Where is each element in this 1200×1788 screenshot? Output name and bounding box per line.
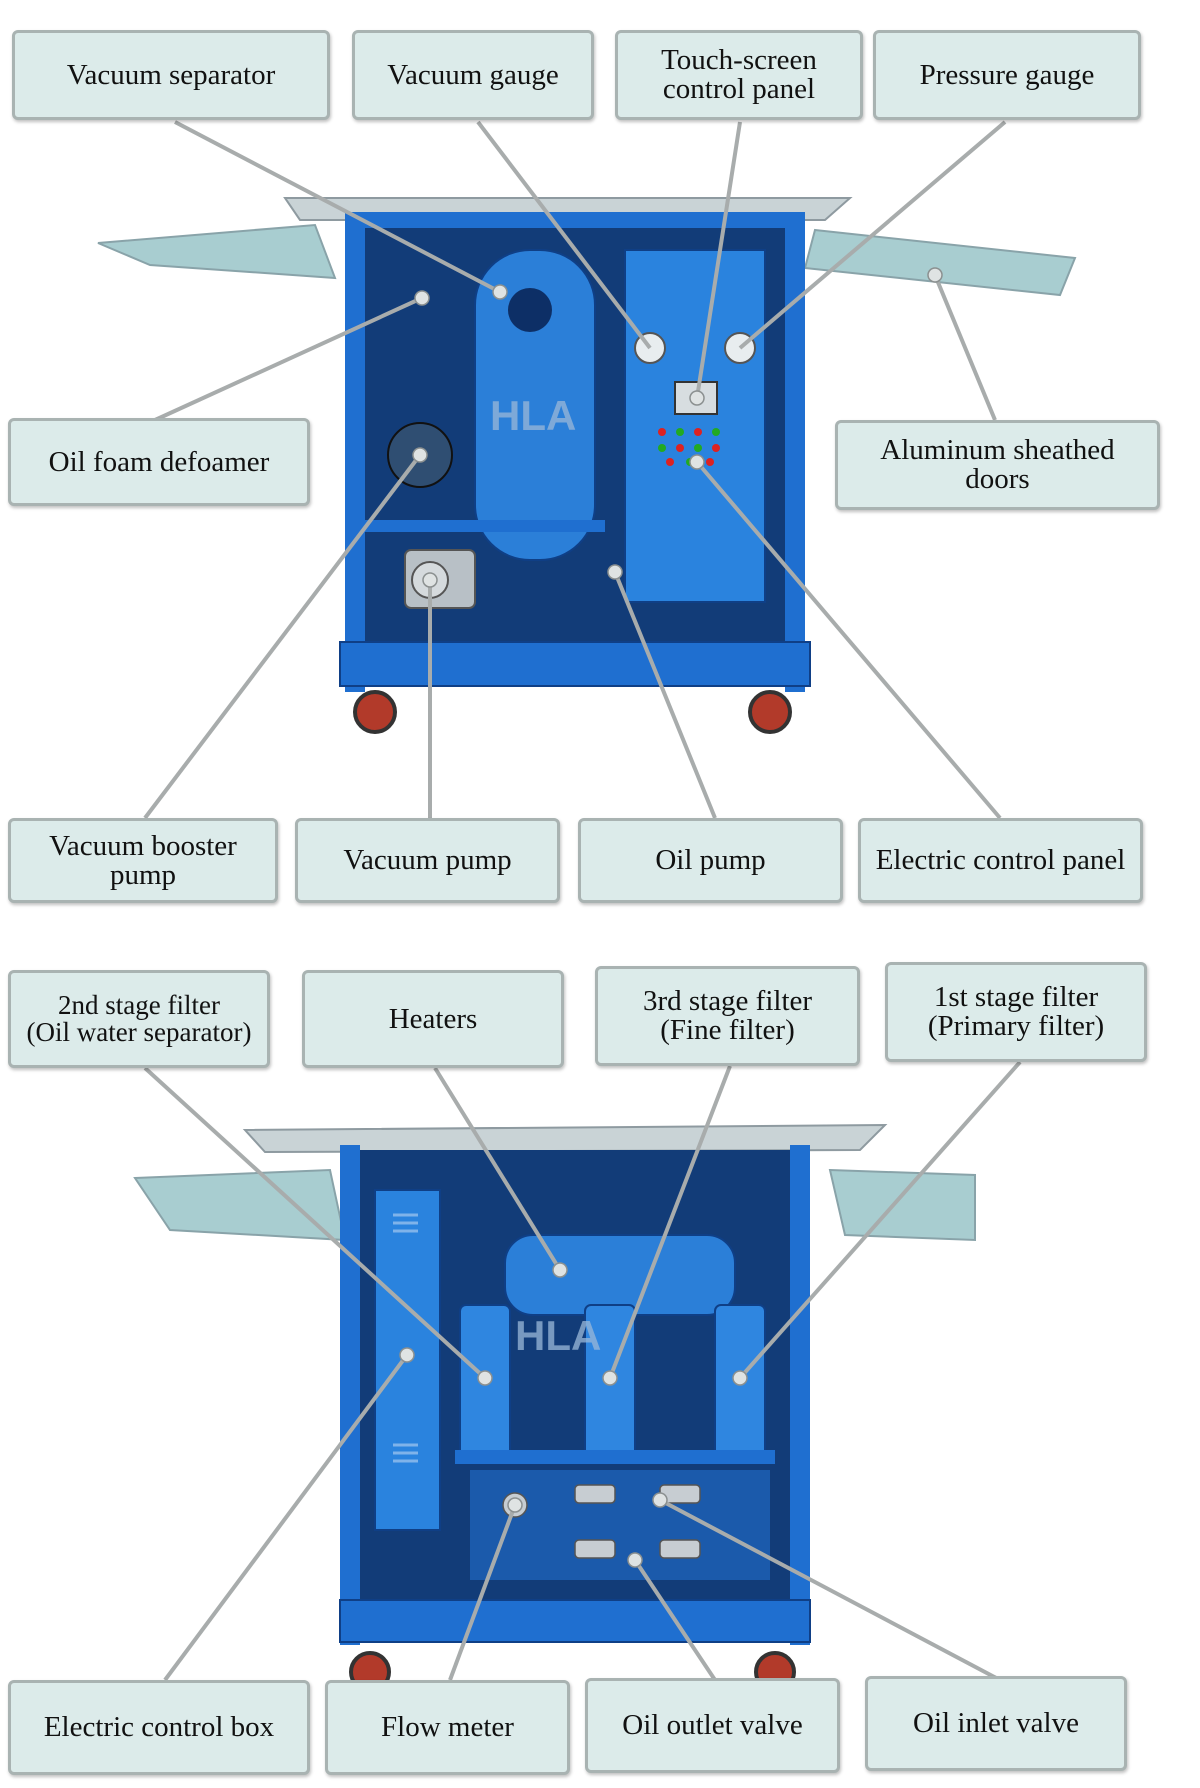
bottom-base-frame <box>339 1599 811 1643</box>
label-vacuum-booster-pump: Vacuum booster pump <box>8 818 278 903</box>
left-door <box>97 223 337 280</box>
frame-top-beam <box>345 212 805 228</box>
label-vacuum-pump: Vacuum pump <box>295 818 560 903</box>
vacuum-separator-tank <box>474 249 596 561</box>
bottom-left-door <box>133 1168 347 1242</box>
label-flow-meter: Flow meter <box>325 1680 570 1775</box>
bottom-roof <box>242 1123 888 1154</box>
bottom-leader-dots <box>399 1262 748 1568</box>
top-wheel-right <box>748 690 792 734</box>
frame-left-post <box>345 212 365 692</box>
bottom-leader-lines <box>143 1060 1022 1682</box>
label-vacuum-gauge: Vacuum gauge <box>352 30 594 120</box>
bottom-logo: HLA <box>515 1312 601 1359</box>
label-vacuum-separator: Vacuum separator <box>12 30 330 120</box>
top-leader-lines <box>143 120 1007 820</box>
bottom-machine: HLA <box>133 1060 1022 1693</box>
top-machine: HLA <box>97 120 1077 820</box>
label-aluminum-sheathed-doors: Aluminum sheathed doors <box>835 420 1160 510</box>
vacuum-separator-port <box>508 288 552 332</box>
electric-cabinet <box>624 249 766 603</box>
top-wheel-left <box>353 690 397 734</box>
frame-right-post <box>785 212 805 692</box>
label-electric-control-panel: Electric control panel <box>858 818 1143 903</box>
label-third-stage-filter: 3rd stage filter (Fine filter) <box>595 966 860 1066</box>
label-second-stage-filter: 2nd stage filter (Oil water separator) <box>8 970 270 1068</box>
label-touch-screen-control-panel: Touch-screen control panel <box>615 30 863 120</box>
label-oil-foam-defoamer: Oil foam defoamer <box>8 418 310 506</box>
touch-screen-display <box>674 381 718 415</box>
top-base-frame <box>339 641 811 687</box>
label-pressure-gauge: Pressure gauge <box>873 30 1141 120</box>
top-leader-dots <box>412 267 943 588</box>
label-oil-pump: Oil pump <box>578 818 843 903</box>
label-electric-control-box: Electric control box <box>8 1680 310 1775</box>
label-oil-outlet-valve: Oil outlet valve <box>585 1678 840 1773</box>
right-door <box>803 228 1077 297</box>
top-logo: HLA <box>490 392 576 439</box>
heater-tank <box>504 1234 736 1316</box>
label-first-stage-filter: 1st stage filter (Primary filter) <box>885 962 1147 1062</box>
label-oil-inlet-valve: Oil inlet valve <box>865 1676 1127 1771</box>
label-heaters: Heaters <box>302 970 564 1068</box>
bottom-right-door <box>828 1168 976 1242</box>
